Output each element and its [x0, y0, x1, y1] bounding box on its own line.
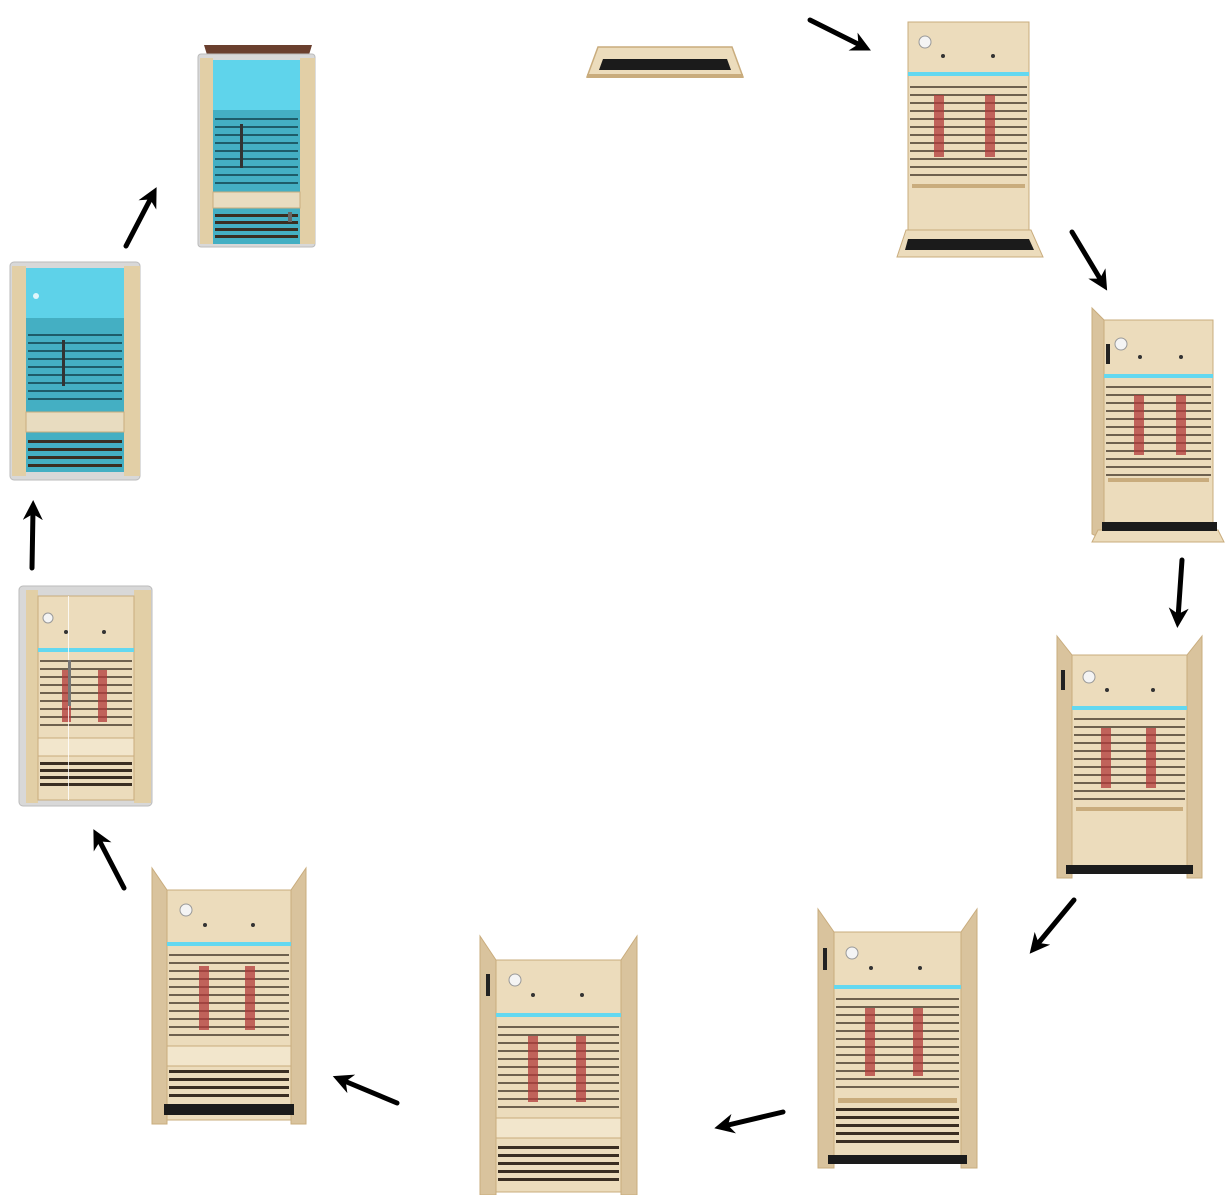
arrow-8-to-9 — [32, 510, 33, 568]
step-7-front-posts — [152, 868, 306, 1124]
arrow-1-to-2 — [810, 20, 862, 46]
arrow-2-to-3 — [1072, 232, 1102, 282]
arrow-3-to-4 — [1178, 560, 1182, 618]
step-1-floor-base — [587, 47, 743, 78]
arrow-7-to-8 — [98, 838, 124, 888]
step-9-glass-door-lit — [10, 262, 140, 480]
arrow-6-to-7 — [342, 1080, 397, 1103]
arrow-9-to-10 — [126, 196, 152, 246]
step-2-back-wall — [897, 22, 1043, 257]
step-10-roof-complete — [198, 45, 315, 247]
step-8-glass-frame — [19, 586, 152, 806]
arrow-5-to-6 — [724, 1112, 783, 1126]
step-6-bench-seat — [480, 936, 637, 1195]
arrow-4-to-5 — [1036, 900, 1074, 946]
step-3-left-wall — [1092, 308, 1224, 542]
step-4-both-walls — [1057, 636, 1202, 878]
step-5-lower-bench — [818, 909, 977, 1168]
